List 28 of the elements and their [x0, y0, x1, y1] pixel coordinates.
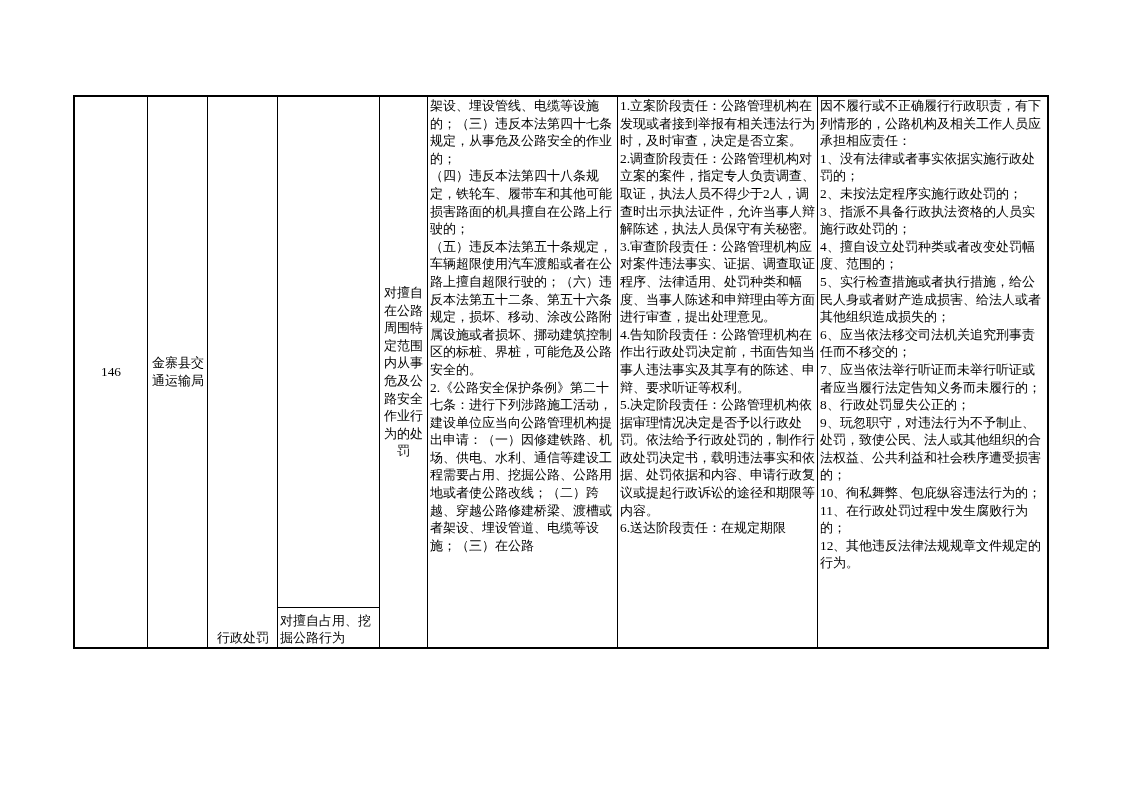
responsibility-text: 2.调查阶段责任：公路管理机构对立案的案件，指定专人负责调查、取证，执法人员不得少于2人，调查时出示执法证件，允许当事人辩解陈述，执法人员保守有关秘密。	[619, 149, 816, 238]
responsibility-text: 6.送达阶段责任：在规定期限	[619, 519, 788, 537]
accountability-text: 2、未按法定程序实施行政处罚的；	[819, 184, 1023, 203]
responsibility-text: 3.审查阶段责任：公路管理机构应对案件违法事实、证据、调查取证程序、法律适用、处罚种类和幅度、当事人陈述和申辩理由等方面进行审查，提出处理意见。	[619, 237, 816, 326]
item-name: 对擅自在公路周围特定范围内从事危及公路安全作业行为的处罚	[383, 284, 424, 460]
accountability-text: 4、擅自设立处罚种类或者改变处罚幅度、范围的；	[819, 237, 1036, 273]
item-name: 对擅自占用、挖掘公路行为	[279, 611, 372, 647]
legal-basis-text: 2.《公路安全保护条例》第二十七条：进行下列涉路施工活动，建设单位应当向公路管理机构提出申请：（一）因修建铁路、机场、供电、水利、通信等建设工程需要占用、挖掘公路、公路用地或者使公路改线；（二）跨越、穿越公路修建桥梁、渡槽或者架设、埋设管道、电缆等设施；（三）在公路	[429, 378, 613, 555]
accountability-text: 8、行政处罚显失公正的；	[819, 396, 971, 414]
responsibility-text: 5.决定阶段责任：公路管理机构依据审理情况决定是否予以行政处罚。依法给予行政处罚的，制作行政处罚决定书，载明违法事实和依据、处罚依据和内容、申请行政复议或提起行政诉讼的途径和期限等内容。	[619, 396, 816, 520]
accountability-text: 10、徇私舞弊、包庇纵容违法行为的；	[819, 484, 1043, 502]
accountability-text: 12、其他违反法律法规规章文件规定的行为。	[819, 536, 1043, 573]
legal-basis-text: （四）违反本法第四十八条规定，铁轮车、履带车和其他可能损害路面的机具擅自在公路上行驶的；	[429, 167, 613, 238]
responsibility-text: 4.告知阶段责任：公路管理机构在作出行政处罚决定前，书面告知当事人违法事实及其享有的陈述、申辩、要求听证等权利。	[619, 325, 816, 397]
legal-basis-text: 架设、埋设管线、电缆等设施的；（三）违反本法第四十七条规定，从事危及公路安全的作业的；	[429, 97, 613, 168]
row-number: 146	[99, 363, 123, 381]
accountability-text: 1、没有法律或者事实依据实施行政处罚的；	[819, 149, 1036, 185]
legal-basis-text: （五）违反本法第五十条规定，车辆超限使用汽车渡船或者在公路上擅自超限行驶的；（六）违反本法第五十二条、第五十六条规定，损坏、移动、涂改公路附属设施或者损坏、挪动建筑控制区的标桩、界桩，可能危及公路安全的。	[429, 237, 613, 379]
accountability-text: 9、玩忽职守，对违法行为不予制止、处罚，致使公民、法人或其他组织的合法权益、公共利益和社会秩序遭受损害的；	[819, 413, 1042, 485]
accountability-text: 11、在行政处罚过程中发生腐败行为的；	[819, 501, 1029, 537]
accountability-text: 因不履行或不正确履行行政职责，有下列情形的，公路机构及相关工作人员应承担相应责任：	[819, 97, 1042, 150]
accountability-text: 7、应当依法举行听证而未举行听证或者应当履行法定告知义务而未履行的；	[819, 360, 1042, 397]
responsibility-text: 1.立案阶段责任：公路管理机构在发现或者接到举报有相关违法行为时，及时审查，决定是否立案。	[619, 97, 816, 150]
department-name: 金寨县交通运输局	[150, 354, 205, 390]
accountability-text: 3、指派不具备行政执法资格的人员实施行政处罚的；	[819, 202, 1036, 238]
accountability-text: 6、应当依法移交司法机关追究刑事责任而不移交的；	[819, 325, 1036, 361]
accountability-text: 5、实行检查措施或者执行措施，给公民人身或者财产造成损害、给法人或者其他组织造成损失的；	[819, 272, 1042, 326]
category-text: 行政处罚	[215, 629, 270, 647]
